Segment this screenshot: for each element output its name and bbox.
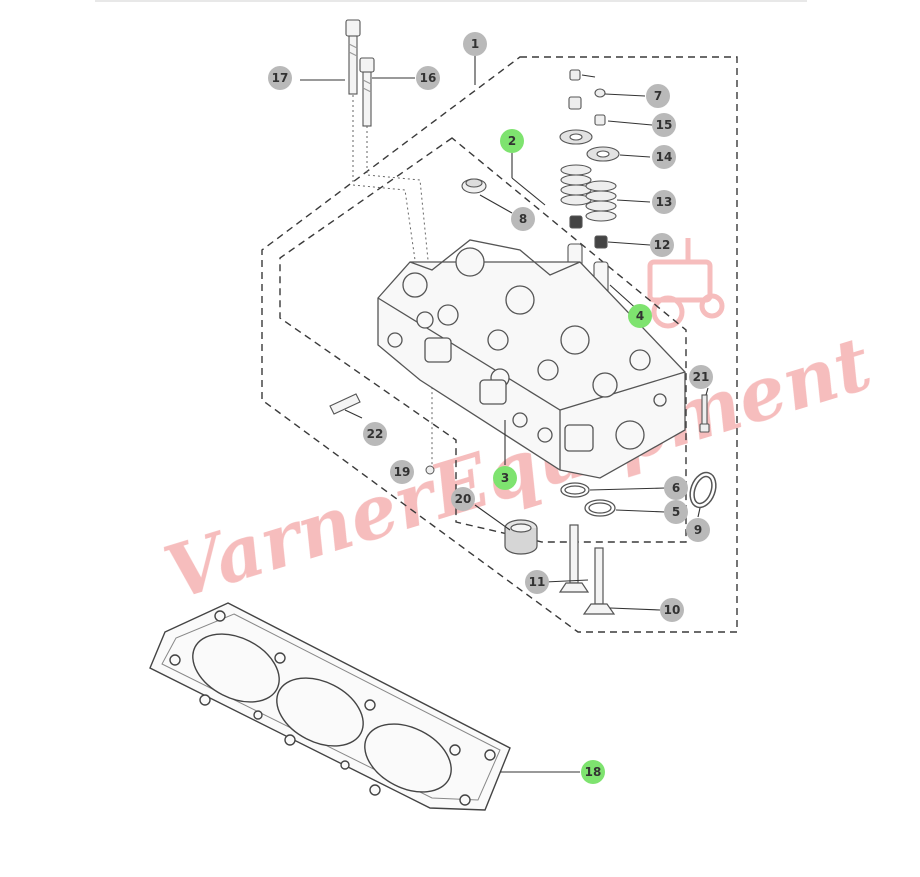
- dowel-pin: [329, 393, 361, 415]
- callout-13: 13: [652, 190, 676, 214]
- callout-number: 1: [471, 37, 479, 51]
- cylinder-head-plug: [461, 178, 487, 194]
- callout-11: 11: [525, 570, 549, 594]
- callout-number: 22: [367, 427, 384, 441]
- callout-badge: [390, 460, 414, 484]
- callout-badge: [689, 365, 713, 389]
- callout-number: 10: [664, 603, 681, 617]
- callout-badge: [511, 207, 535, 231]
- top-divider: [95, 0, 807, 2]
- callout-badge: [686, 518, 710, 542]
- callout-badge: [493, 466, 517, 490]
- callout-number: 14: [656, 150, 673, 164]
- head-bolt-short: [359, 57, 375, 127]
- callout-19: 19: [390, 460, 414, 484]
- callout-20: 20: [451, 487, 475, 511]
- callout-number: 21: [693, 370, 710, 384]
- callout-12: 12: [650, 233, 674, 257]
- callout-2: 2: [500, 129, 524, 153]
- callout-badge: [646, 84, 670, 108]
- callout-number: 2: [508, 134, 516, 148]
- callout-17: 17: [268, 66, 292, 90]
- valve-seat-rings: [560, 482, 616, 517]
- callout-18: 18: [581, 760, 605, 784]
- callout-badge: [660, 598, 684, 622]
- callout-14: 14: [652, 145, 676, 169]
- callout-10: 10: [660, 598, 684, 622]
- assembly-boundary-1: [261, 56, 738, 633]
- cylinder-head-block: [377, 239, 686, 479]
- callout-number: 7: [654, 89, 662, 103]
- callout-number: 5: [672, 505, 680, 519]
- callout-number: 19: [394, 465, 411, 479]
- callout-number: 6: [672, 481, 680, 495]
- callout-number: 4: [636, 309, 644, 323]
- callout-number: 20: [455, 492, 472, 506]
- callout-15: 15: [652, 113, 676, 137]
- callout-badge: [628, 304, 652, 328]
- tractor-icon: [647, 238, 725, 329]
- callout-number: 12: [654, 238, 671, 252]
- callout-1: 1: [463, 32, 487, 56]
- callout-badge: [268, 66, 292, 90]
- callout-badge: [363, 422, 387, 446]
- callout-badge: [581, 760, 605, 784]
- cup-plug: [504, 519, 538, 555]
- callout-5: 5: [664, 500, 688, 524]
- hex-bolt-21: [699, 394, 710, 433]
- callout-number: 16: [420, 71, 437, 85]
- callout-badge: [500, 129, 524, 153]
- small-fitting-19: [425, 465, 435, 475]
- callout-9: 9: [686, 518, 710, 542]
- callout-badge: [650, 233, 674, 257]
- valve-exhaust: [558, 524, 590, 593]
- callout-number: 3: [501, 471, 509, 485]
- callout-badge: [463, 32, 487, 56]
- head-bolt-long: [345, 19, 361, 95]
- callout-number: 9: [694, 523, 702, 537]
- callout-7: 7: [646, 84, 670, 108]
- callout-number: 13: [656, 195, 673, 209]
- callout-16: 16: [416, 66, 440, 90]
- callout-6: 6: [664, 476, 688, 500]
- callout-badge: [416, 66, 440, 90]
- callout-badge: [451, 487, 475, 511]
- callout-badge: [652, 145, 676, 169]
- valve-intake: [582, 547, 616, 615]
- valve-train-left: [559, 69, 593, 279]
- callout-4: 4: [628, 304, 652, 328]
- callout-8: 8: [511, 207, 535, 231]
- callout-number: 11: [529, 575, 546, 589]
- callout-badge: [652, 190, 676, 214]
- assembly-boundary-2: [279, 137, 687, 543]
- assembly-boundaries: [261, 56, 738, 633]
- callout-22: 22: [363, 422, 387, 446]
- callout-number: 17: [272, 71, 289, 85]
- bolt-hidden-lines: [352, 95, 433, 470]
- leader-lines: [300, 55, 709, 773]
- head-gasket: [149, 602, 511, 811]
- callout-badge: [664, 500, 688, 524]
- callout-21: 21: [689, 365, 713, 389]
- callout-badge: [652, 113, 676, 137]
- callout-number: 8: [519, 212, 527, 226]
- seal-ring-9: [689, 471, 717, 509]
- callout-number: 18: [585, 765, 602, 779]
- callout-number: 15: [656, 118, 673, 132]
- callout-badge: [664, 476, 688, 500]
- callout-badge: [525, 570, 549, 594]
- callout-3: 3: [493, 466, 517, 490]
